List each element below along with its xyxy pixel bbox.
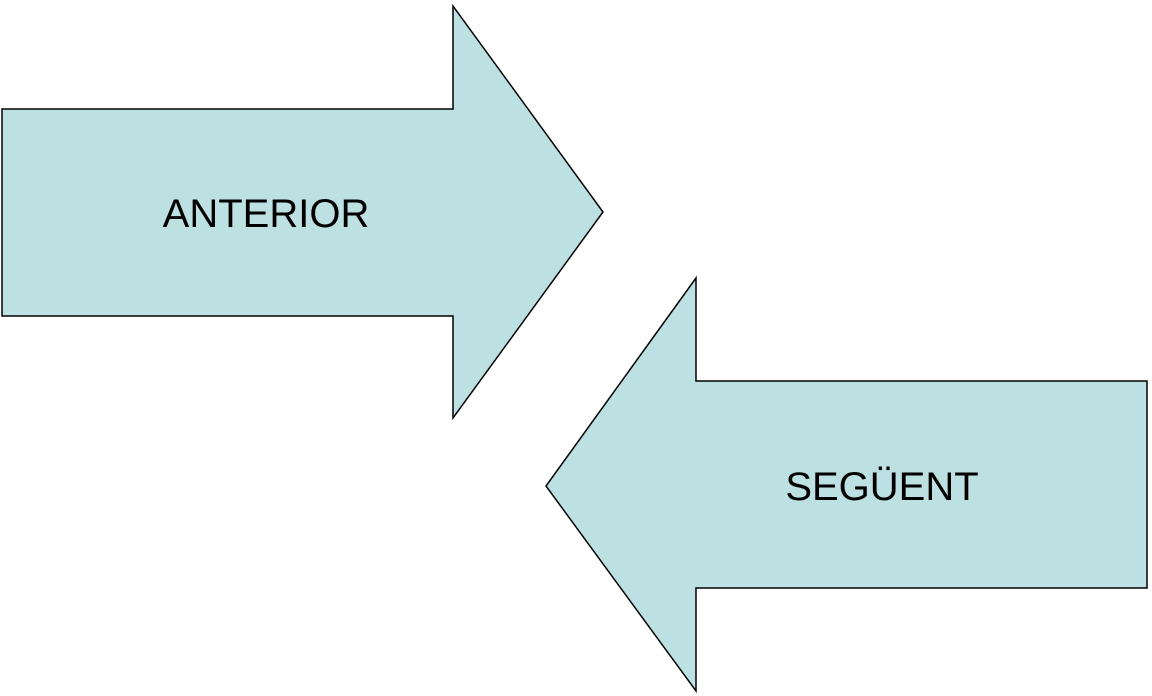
left-arrow-icon[interactable]	[545, 275, 1148, 694]
previous-button[interactable]: ANTERIOR	[1, 3, 604, 421]
next-button[interactable]: SEGÜENT	[545, 275, 1148, 694]
right-arrow-icon[interactable]	[1, 3, 604, 421]
